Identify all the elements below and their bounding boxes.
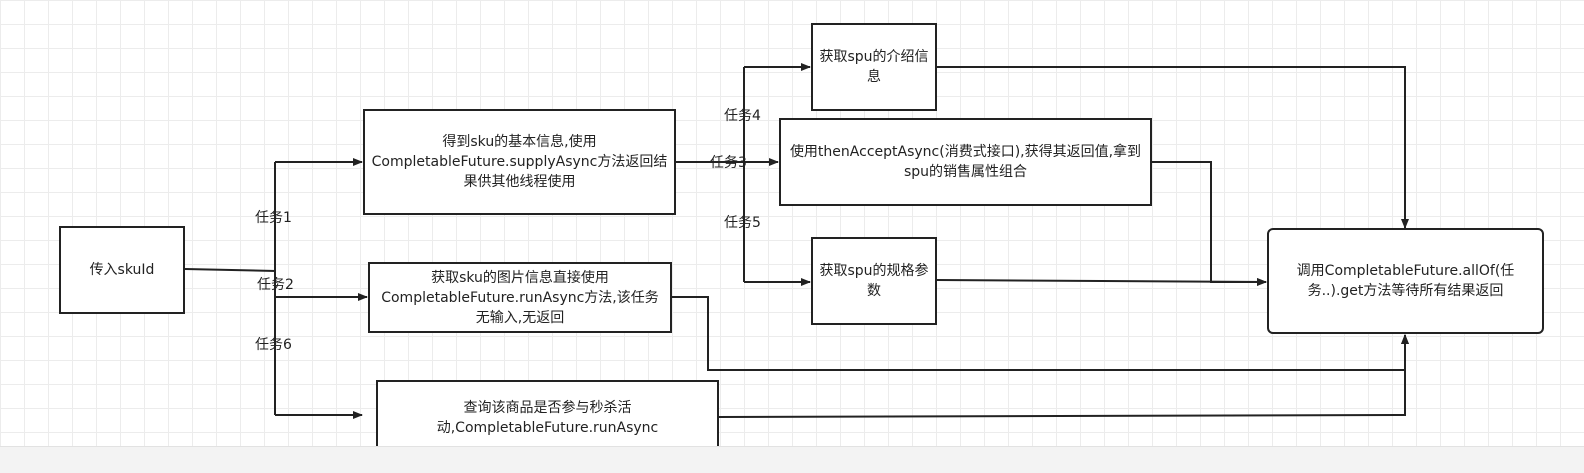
node-input[interactable]: 传入skuId	[59, 226, 185, 314]
edge-label-task1: 任务1	[255, 210, 292, 226]
node-then-accept[interactable]: 使用thenAcceptAsync(消费式接口),获得其返回值,拿到spu的销售…	[779, 118, 1152, 206]
node-seckill[interactable]: 查询该商品是否参与秒杀活动,CompletableFuture.runAsync	[376, 380, 719, 456]
node-image-info[interactable]: 获取sku的图片信息直接使用CompletableFuture.runAsync…	[368, 262, 672, 333]
edge-label-task4: 任务4	[724, 108, 761, 124]
node-base-info[interactable]: 得到sku的基本信息,使用CompletableFuture.supplyAsy…	[363, 109, 676, 215]
edge-label-task3: 任务3	[710, 155, 747, 171]
edge-label-task2: 任务2	[257, 277, 294, 293]
edge-then-accept-to-allof	[1152, 161, 1267, 286]
edge-seckill-to-allof	[717, 334, 1409, 418]
node-spu-params[interactable]: 获取spu的规格参数	[811, 237, 937, 325]
canvas-footer-bar	[0, 446, 1584, 473]
edge-input-trunk	[184, 268, 277, 272]
node-spu-desc[interactable]: 获取spu的介绍信息	[811, 23, 937, 111]
edge-spu-desc-to-allof	[937, 66, 1409, 229]
edge-label-task6: 任务6	[255, 337, 292, 353]
node-all-of[interactable]: 调用CompletableFuture.allOf(任务..).get方法等待所…	[1267, 228, 1544, 334]
edge-label-task5: 任务5	[724, 215, 761, 231]
edge-spu-params-to-allof	[936, 277, 1267, 286]
